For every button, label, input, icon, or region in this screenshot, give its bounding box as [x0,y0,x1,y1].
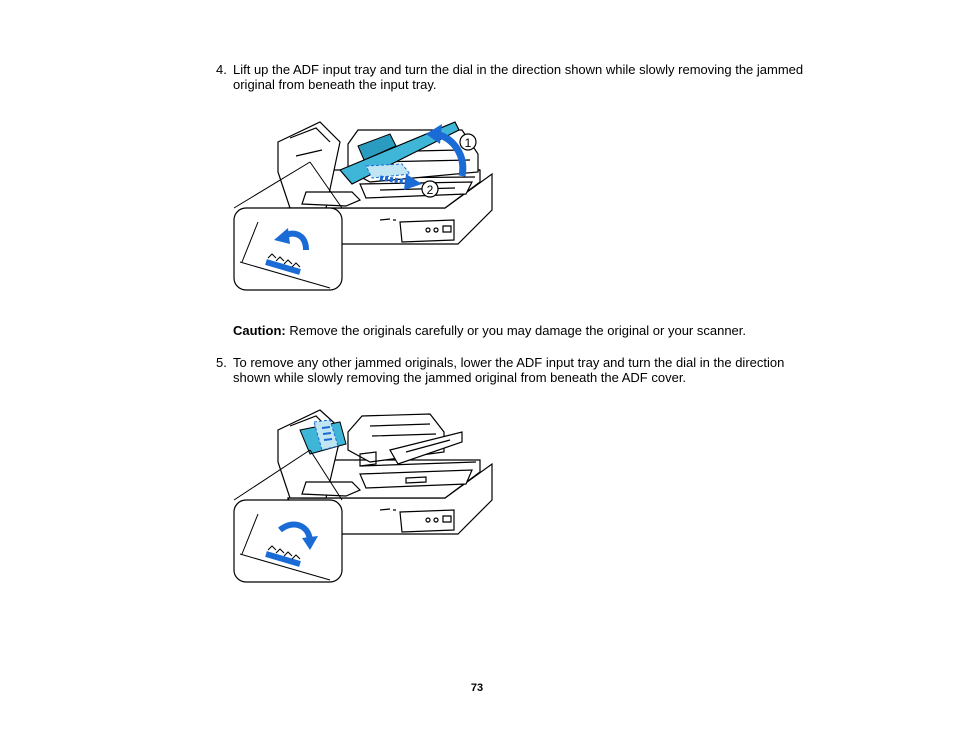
dial-zoom-inset [234,208,342,290]
svg-text:1: 1 [465,136,472,150]
figure-adf-cover-open [230,404,495,586]
caution-label: Caution: [233,323,286,338]
caution-note: Caution: Remove the originals carefully … [233,323,833,338]
callout-1: 1 [460,134,476,150]
step-5-number: 5. [216,355,227,370]
step-4-number: 4. [216,62,227,77]
step-4-text: Lift up the ADF input tray and turn the … [233,62,816,92]
step-5-text: To remove any other jammed originals, lo… [233,355,816,385]
callout-2: 2 [422,181,438,197]
page-number: 73 [0,682,954,694]
figure-adf-tray-lifted: 1 2 [230,112,495,294]
dial-zoom-inset-2 [234,500,342,582]
svg-text:2: 2 [427,183,434,197]
caution-text: Remove the originals carefully or you ma… [286,323,746,338]
